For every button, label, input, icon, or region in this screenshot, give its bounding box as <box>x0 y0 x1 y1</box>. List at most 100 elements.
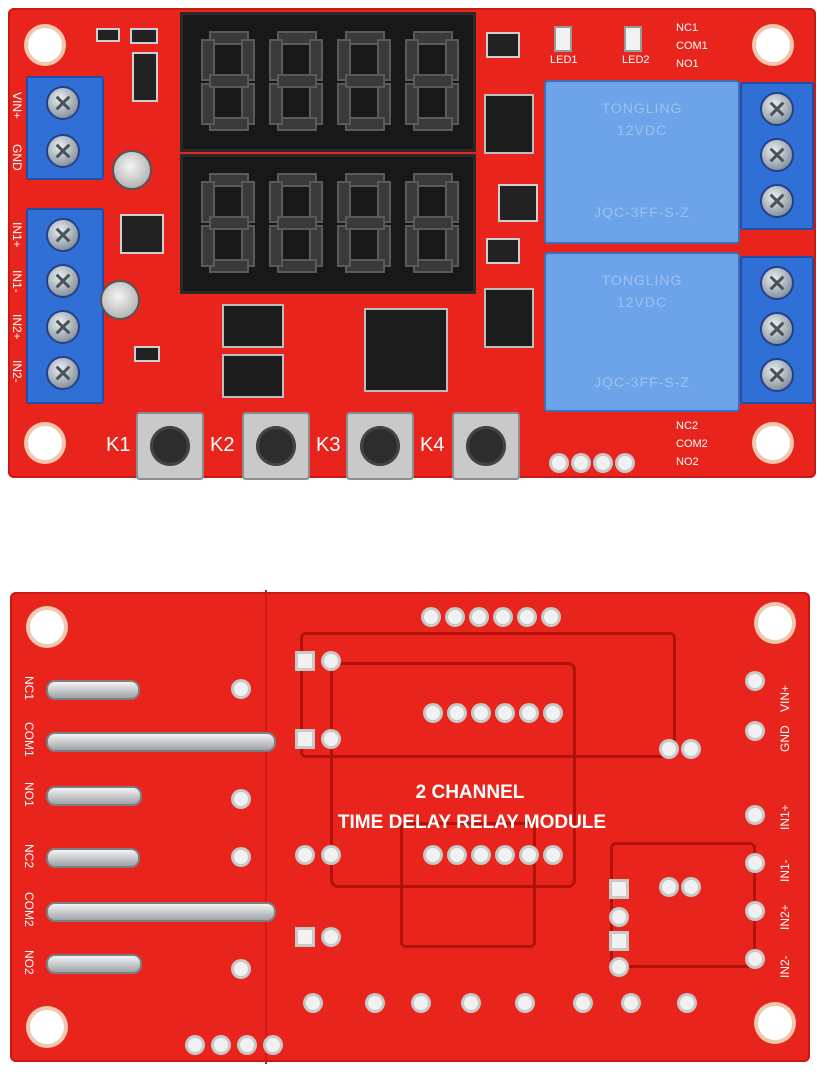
header-pad <box>188 1038 202 1052</box>
label-nc1: NC1 <box>22 676 36 701</box>
mounting-hole <box>30 610 64 644</box>
terminal-screw <box>46 218 80 252</box>
terminal-screw <box>46 134 80 168</box>
power-terminal-block <box>26 76 104 180</box>
solder-pad <box>368 996 382 1010</box>
label-nc1: NC1 <box>676 22 699 34</box>
solder-pad <box>324 848 338 862</box>
display-segment <box>405 225 419 267</box>
relay-contact-nc2 <box>46 848 140 868</box>
display-segment <box>201 181 215 223</box>
seven-segment-display-upper <box>180 12 476 152</box>
solder-pad <box>298 732 312 746</box>
terminal-pad <box>748 904 762 918</box>
solder-pad <box>324 654 338 668</box>
label-com2: COM2 <box>676 438 708 450</box>
copper-trace <box>330 662 576 888</box>
chip-pad <box>450 706 464 720</box>
chip-pad <box>498 706 512 720</box>
header-pad <box>618 456 632 470</box>
optocoupler <box>484 288 534 348</box>
display-segment <box>345 117 385 131</box>
display-segment <box>405 39 419 81</box>
diode <box>132 52 158 102</box>
display-segment <box>345 216 385 230</box>
display-segment <box>209 259 249 273</box>
terminal-screw <box>760 312 794 346</box>
solder-pad <box>662 742 676 756</box>
terminal-screw <box>760 92 794 126</box>
terminal-pad <box>748 724 762 738</box>
solder-pad <box>680 996 694 1010</box>
display-segment <box>277 74 317 88</box>
solder-pad <box>324 930 338 944</box>
display-segment <box>337 181 351 223</box>
relay-voltage: 12VDC <box>616 122 668 138</box>
header-pad <box>574 456 588 470</box>
display-segment <box>413 259 453 273</box>
display-segment <box>345 173 385 187</box>
display-segment <box>413 216 453 230</box>
button-k4[interactable] <box>452 412 520 480</box>
copper-trace <box>610 842 756 968</box>
chip-pad <box>426 706 440 720</box>
display-segment <box>345 259 385 273</box>
terminal-pad <box>748 674 762 688</box>
terminal-screw <box>46 310 80 344</box>
solder-pad <box>684 742 698 756</box>
solder-pad <box>298 848 312 862</box>
relay-contact-com2 <box>46 902 276 922</box>
electrolytic-capacitor <box>112 150 152 190</box>
chip-pad <box>522 706 536 720</box>
chip-pad <box>426 848 440 862</box>
chip-pad <box>546 848 560 862</box>
header-pad <box>544 610 558 624</box>
button-k3[interactable] <box>346 412 414 480</box>
label-in1-minus: IN1- <box>778 859 792 882</box>
display-digit <box>201 173 255 273</box>
display-segment <box>209 74 249 88</box>
bottom-board: NC1 COM1 NO1 NC2 COM2 NO2 <box>10 590 810 1064</box>
solder-pad <box>298 654 312 668</box>
chip-pad <box>450 848 464 862</box>
solder-pad <box>234 682 248 696</box>
label-no2: NO2 <box>676 456 699 468</box>
label-in2-plus: IN2+ <box>778 904 792 930</box>
header-pad <box>214 1038 228 1052</box>
display-digit <box>405 173 459 273</box>
button-k1[interactable] <box>136 412 204 480</box>
label-k4: K4 <box>420 434 445 456</box>
seven-segment-display-lower <box>180 154 476 294</box>
solder-pad <box>624 996 638 1010</box>
relay-contact-no1 <box>46 786 142 806</box>
voltage-regulator <box>120 214 164 254</box>
relay-brand: TONGLING <box>601 272 683 288</box>
mounting-hole <box>28 28 62 62</box>
display-segment <box>209 31 249 45</box>
solder-pad <box>464 996 478 1010</box>
display-digit <box>201 31 255 131</box>
led-indicator <box>624 26 642 52</box>
header-pad <box>496 610 510 624</box>
display-segment <box>413 173 453 187</box>
display-segment <box>277 173 317 187</box>
label-in2-plus: IN2+ <box>10 314 24 340</box>
display-segment <box>337 225 351 267</box>
display-segment <box>337 83 351 125</box>
chip-pad <box>474 706 488 720</box>
display-segment <box>405 181 419 223</box>
display-segment <box>201 39 215 81</box>
display-segment <box>209 216 249 230</box>
terminal-screw <box>760 138 794 172</box>
button-k2[interactable] <box>242 412 310 480</box>
smd-resistor <box>134 346 160 362</box>
label-nc2: NC2 <box>22 844 36 869</box>
label-k3: K3 <box>316 434 341 456</box>
terminal-screw <box>760 184 794 218</box>
relay-model: JQC-3FF-S-Z <box>594 374 690 390</box>
label-no1: NO1 <box>676 58 699 70</box>
header-pad <box>520 610 534 624</box>
terminal-screw <box>46 356 80 390</box>
solder-pad <box>306 996 320 1010</box>
relay-2: TONGLING 12VDC JQC-3FF-S-Z <box>544 252 740 412</box>
